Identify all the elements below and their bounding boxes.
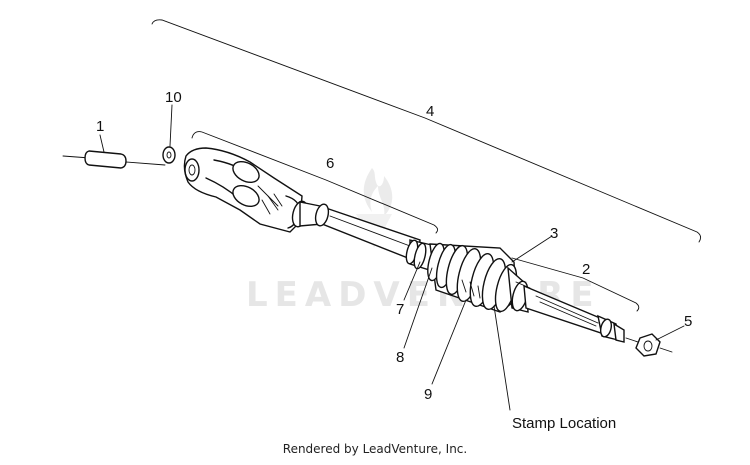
axle-shaft <box>299 201 421 263</box>
castle-nut-part <box>625 333 673 357</box>
stamp-location-label: Stamp Location <box>512 415 616 432</box>
bracket-4 <box>151 19 702 243</box>
callout-3: 3 <box>550 225 558 242</box>
inner-joint-housing <box>183 147 309 233</box>
callout-6: 6 <box>326 155 334 172</box>
callout-5: 5 <box>684 313 692 330</box>
bracket-2 <box>511 257 640 312</box>
callout-2: 2 <box>582 261 590 278</box>
callout-8: 8 <box>396 349 404 366</box>
callout-10: 10 <box>165 89 182 106</box>
cv-boot <box>427 242 518 313</box>
callout-4: 4 <box>426 103 434 120</box>
stub-shaft <box>523 284 625 343</box>
callout-9: 9 <box>424 386 432 403</box>
callout-1: 1 <box>96 118 104 135</box>
leader-lines <box>99 104 685 411</box>
callout-7: 7 <box>396 301 404 318</box>
pin-part <box>62 150 166 169</box>
bracket-6 <box>191 131 439 234</box>
washer-part <box>162 146 176 164</box>
footer-credit: Rendered by LeadVenture, Inc. <box>282 442 468 456</box>
